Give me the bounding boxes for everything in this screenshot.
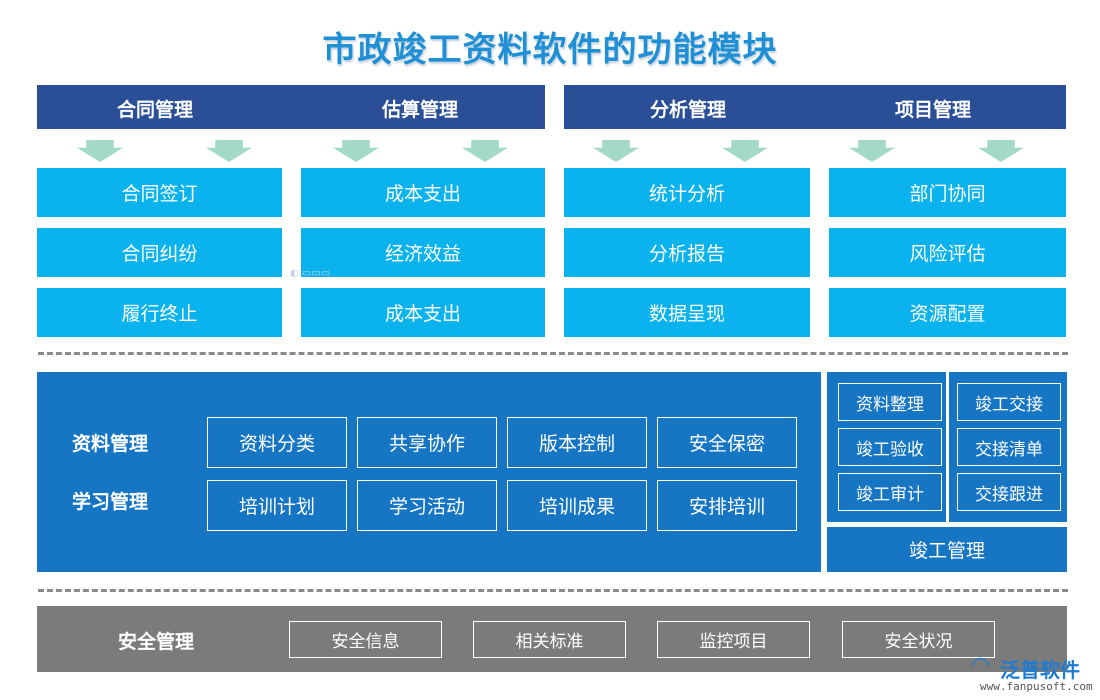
estimate-item: 成本支出: [301, 168, 545, 217]
header-contract-management: 合同管理: [117, 99, 194, 121]
handover-item: 交接清单: [957, 428, 1061, 466]
down-arrow-icon: [206, 140, 252, 162]
security-item: 监控项目: [657, 621, 810, 658]
data-management-item: 共享协作: [357, 417, 497, 468]
down-arrow-icon: [77, 140, 123, 162]
brand-url: www.fanpusoft.com: [980, 680, 1093, 693]
panel-divider: [946, 372, 949, 522]
learning-management-label: 学习管理: [72, 491, 149, 513]
contract-item: 履行终止: [37, 288, 282, 337]
completion-item: 竣工审计: [838, 473, 942, 511]
data-management-item: 安全保密: [657, 417, 797, 468]
analysis-item: 统计分析: [564, 168, 810, 217]
contract-item: 合同纠纷: [37, 228, 282, 277]
header-bar-left: 合同管理 估算管理: [37, 85, 545, 129]
analysis-item: 分析报告: [564, 228, 810, 277]
header-bar-right: 分析管理 项目管理: [564, 85, 1066, 129]
learning-management-item: 安排培训: [657, 480, 797, 531]
security-panel: [37, 606, 1067, 672]
data-management-label: 资料管理: [72, 433, 149, 455]
learning-data-panel: [37, 372, 821, 572]
security-item: 相关标准: [473, 621, 626, 658]
header-analysis-management: 分析管理: [650, 99, 727, 121]
down-arrow-icon: [978, 140, 1024, 162]
project-item: 部门协同: [829, 168, 1066, 217]
handover-item: 交接跟进: [957, 473, 1061, 511]
security-item: 安全信息: [289, 621, 442, 658]
header-project-management: 项目管理: [895, 99, 972, 121]
contract-item: 合同签订: [37, 168, 282, 217]
dashed-divider: [38, 352, 1068, 355]
down-arrow-icon: [722, 140, 768, 162]
down-arrow-icon: [849, 140, 895, 162]
down-arrow-icon: [593, 140, 639, 162]
estimate-item: 经济效益: [301, 228, 545, 277]
security-item: 安全状况: [842, 621, 995, 658]
brand-name: 泛普软件: [1000, 658, 1080, 682]
dashed-divider: [38, 589, 1068, 592]
project-item: 风险评估: [829, 228, 1066, 277]
security-management-label: 安全管理: [118, 631, 195, 653]
completion-item: 竣工验收: [838, 428, 942, 466]
brand-logo: ◠ 泛普软件 www.fanpusoft.com: [966, 652, 1094, 694]
faint-watermark: ◐ ▭▭▭: [290, 268, 331, 279]
learning-management-item: 学习活动: [357, 480, 497, 531]
data-management-item: 版本控制: [507, 417, 647, 468]
learning-management-item: 培训成果: [507, 480, 647, 531]
completion-item: 资料整理: [838, 383, 942, 421]
diagram-title: 市政竣工资料软件的功能模块: [322, 30, 778, 70]
project-item: 资源配置: [829, 288, 1066, 337]
estimate-item: 成本支出: [301, 288, 545, 337]
analysis-item: 数据呈现: [564, 288, 810, 337]
down-arrow-icon: [462, 140, 508, 162]
handover-item: 竣工交接: [957, 383, 1061, 421]
brand-mark-icon: ◠: [972, 653, 989, 678]
header-estimate-management: 估算管理: [382, 99, 459, 121]
completion-management-label: 竣工管理: [827, 527, 1067, 572]
data-management-item: 资料分类: [207, 417, 347, 468]
learning-management-item: 培训计划: [207, 480, 347, 531]
down-arrow-icon: [333, 140, 379, 162]
